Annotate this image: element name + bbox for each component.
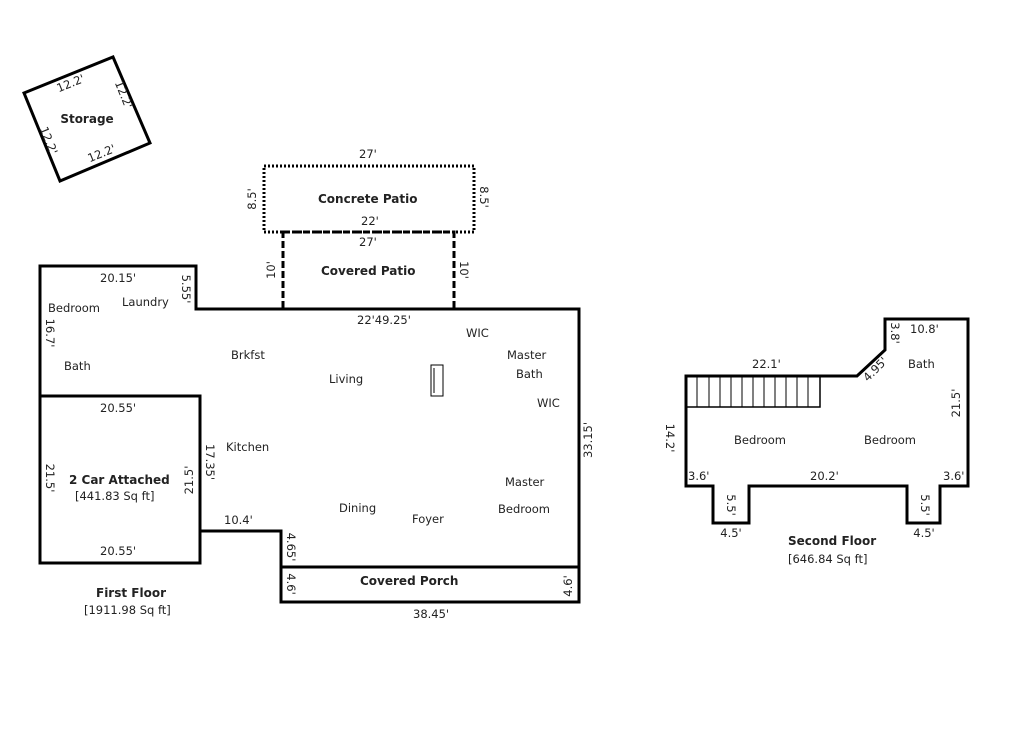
garage-dim-bottom: 20.55' xyxy=(100,544,136,558)
garage-dim-right: 21.5' xyxy=(182,466,196,495)
sf-dim-bay-left-b: 4.5' xyxy=(720,526,741,540)
first-floor-outline xyxy=(38,264,581,569)
garage-dim-left: 21.5' xyxy=(43,464,57,493)
room-master-bed-line1: Master xyxy=(505,475,545,489)
sf-dim-bay-left-a: 5.5' xyxy=(724,494,738,515)
sf-dim-bottom: 20.2' xyxy=(810,469,839,483)
covered-porch-label: Covered Porch xyxy=(360,574,458,588)
room-wic-1: WIC xyxy=(466,326,489,340)
dim-kitchen: 17.35' xyxy=(203,444,217,480)
covered-porch-outline xyxy=(279,565,581,604)
concrete-patio-dim-bottom: 22' xyxy=(361,214,379,228)
room-wic-2: WIC xyxy=(537,396,560,410)
dim-front-step-v: 4.65' xyxy=(284,533,298,562)
covered-porch-dim-bottom: 38.45' xyxy=(413,607,449,621)
garage-dim-top: 20.55' xyxy=(100,401,136,415)
stairs-icon xyxy=(685,375,821,408)
covered-porch-dim-left: 4.6' xyxy=(284,573,298,594)
garage-label: 2 Car Attached xyxy=(69,473,170,487)
room-bedroom: Bedroom xyxy=(48,301,100,315)
fireplace-icon xyxy=(430,364,444,397)
storage-dim-bottom: 12.2' xyxy=(86,141,118,165)
room-master-bath-line2: Bath xyxy=(516,367,543,381)
covered-patio-dim-right: 10' xyxy=(457,261,471,279)
concrete-patio-dim-top: 27' xyxy=(359,147,377,161)
covered-porch-dim-right: 4.6' xyxy=(561,575,575,596)
sf-dim-top: 22.1' xyxy=(752,357,781,371)
storage-dim-left: 12.2' xyxy=(37,125,61,157)
room-brkfst: Brkfst xyxy=(231,348,265,362)
second-floor-title: Second Floor xyxy=(788,534,876,548)
covered-patio-label: Covered Patio xyxy=(321,264,416,278)
covered-porch: Covered Porch 4.6' 4.6' 38.45' xyxy=(279,565,581,621)
concrete-patio: Concrete Patio 27' 22' 8.5' 8.5' xyxy=(245,147,491,234)
concrete-patio-label: Concrete Patio xyxy=(318,192,417,206)
covered-patio-dim-top: 27' xyxy=(359,235,377,249)
first-floor-title: First Floor xyxy=(96,586,166,600)
room-bath: Bath xyxy=(64,359,91,373)
sf-dim-left: 14.2' xyxy=(663,424,677,453)
sf-dim-bay-right-b: 4.5' xyxy=(913,526,934,540)
room-laundry: Laundry xyxy=(122,295,169,309)
sf-room-bath: Bath xyxy=(908,357,935,371)
sf-room-bedroom-2: Bedroom xyxy=(864,433,916,447)
storage-dim-top: 12.2' xyxy=(55,71,87,95)
sf-dim-bay-right-a: 5.5' xyxy=(918,494,932,515)
concrete-patio-dim-right: 8.5' xyxy=(477,186,491,207)
concrete-patio-dim-left: 8.5' xyxy=(245,188,259,209)
sf-room-bedroom-1: Bedroom xyxy=(734,433,786,447)
room-foyer: Foyer xyxy=(412,512,444,526)
storage-label: Storage xyxy=(60,112,113,126)
sf-dim-right: 21.5' xyxy=(949,389,963,418)
dim-front-step: 10.4' xyxy=(224,513,253,527)
covered-patio-dim-left: 10' xyxy=(264,261,278,279)
storage-building: Storage 12.2' 12.2' 12.2' 12.2' xyxy=(22,55,152,183)
dim-left: 16.7' xyxy=(43,319,57,348)
second-floor-area: [646.84 Sq ft] xyxy=(788,552,867,566)
dim-rear: 22'49.25' xyxy=(357,313,411,327)
second-floor-outline xyxy=(684,317,970,525)
storage-dim-right: 12.2' xyxy=(112,79,136,111)
dim-top-left: 20.15' xyxy=(100,271,136,285)
second-floor: 22.1' 4.95' 3.8' 10.8' 21.5' 14.2' 3.6' … xyxy=(663,317,970,566)
sf-dim-bottom-right: 3.6' xyxy=(943,469,964,483)
garage: 20.55' 20.55' 21.5' 21.5' 2 Car Attached… xyxy=(38,394,202,565)
room-living: Living xyxy=(329,372,363,386)
dim-laundry: 5.55' xyxy=(179,275,193,304)
covered-patio: Covered Patio 27' 10' 10' xyxy=(264,230,471,311)
dim-right: 33.15' xyxy=(581,422,595,458)
storage-outline xyxy=(22,55,152,183)
room-master-bath-line1: Master xyxy=(507,348,547,362)
garage-area: [441.83 Sq ft] xyxy=(75,489,154,503)
room-master-bed-line2: Bedroom xyxy=(498,502,550,516)
sf-dim-bath-top: 10.8' xyxy=(910,322,939,336)
room-kitchen: Kitchen xyxy=(226,440,269,454)
sf-dim-bath-v: 3.8' xyxy=(888,322,902,343)
sf-dim-angle: 4.95' xyxy=(860,354,890,384)
room-dining: Dining xyxy=(339,501,376,515)
garage-outline xyxy=(38,394,202,565)
sf-dim-bottom-left: 3.6' xyxy=(688,469,709,483)
first-floor-area: [1911.98 Sq ft] xyxy=(84,603,171,617)
first-floor: 20.15' 5.55' 16.7' 22'49.25' 33.15' 17.3… xyxy=(38,264,595,617)
